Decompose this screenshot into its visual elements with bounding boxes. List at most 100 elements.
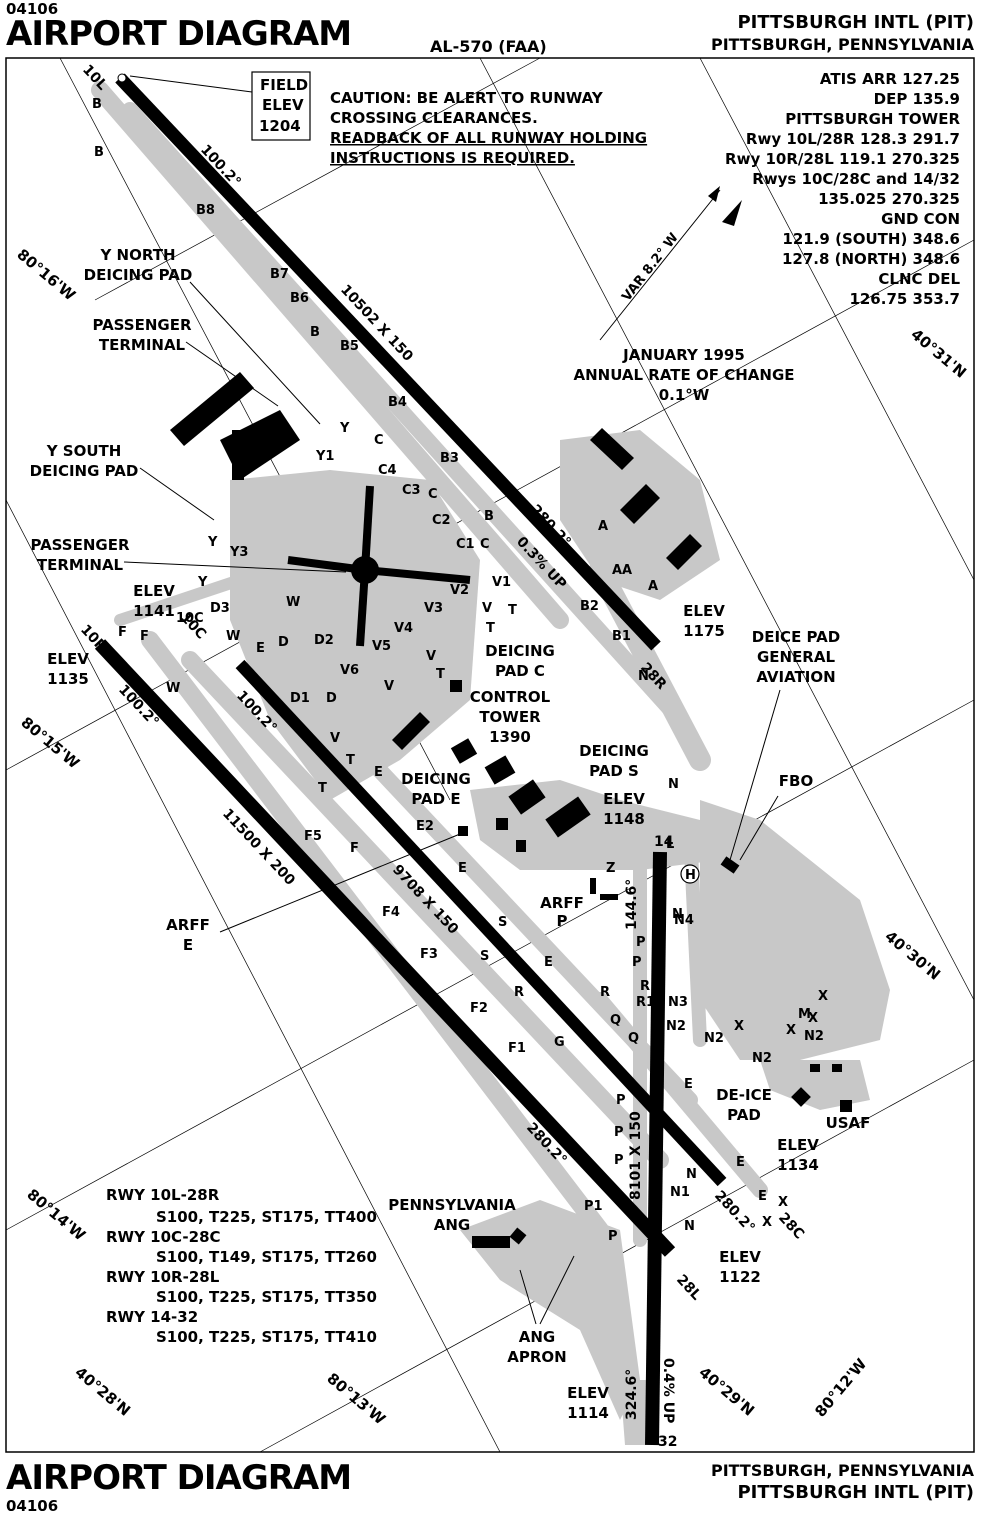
taxiway-label: L xyxy=(666,837,674,852)
taxiway-label: T xyxy=(318,781,327,796)
taxiway-label: E xyxy=(374,765,383,780)
taxiway-label: N2 xyxy=(666,1019,686,1034)
taxiway-label: N xyxy=(668,777,679,792)
taxiway-label: N xyxy=(672,907,683,922)
taxiway-label: R xyxy=(514,985,524,1000)
taxiway-label: W xyxy=(226,629,240,644)
freq-2: PITTSBURGH TOWER xyxy=(785,110,960,128)
freq-8: 121.9 (SOUTH) 348.6 xyxy=(782,230,960,248)
taxiway-label: P xyxy=(632,955,642,970)
taxiway-label: S xyxy=(498,915,507,930)
taxiway-label: A xyxy=(648,579,658,594)
city-top: PITTSBURGH, PENNSYLVANIA xyxy=(710,35,974,54)
taxiway-label: R xyxy=(640,979,650,994)
taxiway-label: D2 xyxy=(314,633,334,648)
taxiway-label: N4 xyxy=(674,913,694,928)
taxiway-label: P xyxy=(608,1229,618,1244)
taxiway-label: Q xyxy=(628,1031,639,1046)
chart-id-top: 04106 xyxy=(6,0,59,18)
taxiway-label: V xyxy=(330,731,340,746)
taxiway-label: B xyxy=(310,325,320,340)
elev-1175-label: ELEV xyxy=(683,602,725,620)
pa-ang-line1: PENNSYLVANIA xyxy=(388,1196,516,1214)
elev-1175-value: 1175 xyxy=(683,622,725,640)
freq-9: 127.8 (NORTH) 348.6 xyxy=(782,250,960,268)
strength-val-3: S100, T225, ST175, TT410 xyxy=(156,1328,377,1346)
elevation-labels: ELEV 1141 ELEV 1135 ELEV 1175 ELEV 1148 … xyxy=(47,582,819,1422)
rwy-end-28c: 28C xyxy=(775,1210,807,1243)
taxiway-label: D xyxy=(278,635,289,650)
taxiway-label: B6 xyxy=(290,291,309,306)
elev-1114-label: ELEV xyxy=(567,1384,609,1402)
elev-1141-label: ELEV xyxy=(133,582,175,600)
freq-4: Rwy 10R/28L 119.1 270.325 xyxy=(725,150,960,168)
heliport-symbol xyxy=(680,864,700,884)
taxiway-label: R1 xyxy=(636,995,655,1010)
elev-1122-value: 1122 xyxy=(719,1268,761,1286)
taxiway-label: B xyxy=(94,145,104,160)
control-tower-building xyxy=(450,680,462,692)
rwy-28c-heading: 280.2° xyxy=(711,1188,758,1236)
taxiway-label: F xyxy=(350,841,359,856)
taxiway-label: P xyxy=(614,1125,624,1140)
freq-3: Rwy 10L/28R 128.3 291.7 xyxy=(746,130,960,148)
annual-change-line-1: JANUARY 1995 xyxy=(622,346,745,364)
ang-apron-line2: APRON xyxy=(507,1348,566,1366)
field-elev-line2: ELEV xyxy=(262,96,304,114)
deice-e-line1: DEICING xyxy=(401,770,471,788)
taxiway-label: P xyxy=(616,1093,626,1108)
elev-1134-value: 1134 xyxy=(777,1156,819,1174)
taxiway-label: M xyxy=(798,1007,811,1022)
taxiway-label: P xyxy=(614,1153,624,1168)
taxiway-label: N xyxy=(686,1167,697,1182)
pax-south-line2: TERMINAL xyxy=(37,556,124,574)
taxiway-label: Z xyxy=(606,861,615,876)
y-north-line1: Y NORTH xyxy=(99,246,175,264)
passenger-terminal-airside xyxy=(287,485,471,647)
pax-north-line2: TERMINAL xyxy=(99,336,186,354)
ang-apron-line1: ANG xyxy=(519,1328,555,1346)
runway-10r-28l xyxy=(94,639,676,1257)
arff-e-line1: ARFF xyxy=(166,916,210,934)
taxiway-label: N2 xyxy=(804,1029,824,1044)
taxiway-label: V xyxy=(384,679,394,694)
taxiway-label: C xyxy=(480,537,490,552)
city-bottom: PITTSBURGH, PENNSYLVANIA xyxy=(710,1461,974,1480)
taxiway-label: V6 xyxy=(340,663,359,678)
taxiway-labels: B B B8 B7 B6 B B5 B4 B3 B2 B1 Y Y1 C C4 … xyxy=(92,97,828,1244)
buildings xyxy=(170,372,852,1248)
taxiway-label: R xyxy=(600,985,610,1000)
taxiway-label: E2 xyxy=(416,819,434,834)
deice-ga-line2: GENERAL xyxy=(757,648,836,666)
strength-val-1: S100, T149, ST175, TT260 xyxy=(156,1248,377,1266)
caution-line-2: CROSSING CLEARANCES. xyxy=(330,109,538,127)
caution-note: CAUTION: BE ALERT TO RUNWAY CROSSING CLE… xyxy=(330,89,647,167)
taxiway-label: B7 xyxy=(270,267,289,282)
runway-10l-28r xyxy=(115,73,661,651)
runway-strength-table: RWY 10L-28R S100, T225, ST175, TT400 RWY… xyxy=(106,1186,377,1346)
taxiway-label: T xyxy=(346,753,355,768)
strength-rwy-0: RWY 10L-28R xyxy=(106,1186,220,1204)
taxiway-label: N xyxy=(638,669,649,684)
taxiway-label: X xyxy=(786,1023,796,1038)
chart-title-top: AIRPORT DIAGRAM xyxy=(6,14,352,54)
taxiway-label: C xyxy=(374,433,384,448)
freq-7: GND CON xyxy=(881,210,960,228)
arff-p-line2: P xyxy=(557,912,568,930)
taxiway-label: P1 xyxy=(584,1199,603,1214)
taxiway-label: C3 xyxy=(402,483,421,498)
rwy-14-heading: 144.6° xyxy=(624,879,640,930)
taxiway-label: F1 xyxy=(508,1041,526,1056)
tower-line1: CONTROL xyxy=(470,688,551,706)
field-elev-value: 1204 xyxy=(259,117,301,135)
taxiway-label: Y xyxy=(339,421,350,436)
elev-1122-label: ELEV xyxy=(719,1248,761,1266)
elev-1141-value: 1141 xyxy=(133,602,175,620)
lat-40-31: 40°31'N xyxy=(907,325,969,381)
elev-1135-value: 1135 xyxy=(47,670,89,688)
taxiway-label: Y xyxy=(197,575,208,590)
taxiway-label: N xyxy=(684,1219,695,1234)
taxiway-label: V1 xyxy=(492,575,511,590)
taxiway-label: S xyxy=(480,949,489,964)
deice-c-line1: DEICING xyxy=(485,642,555,660)
